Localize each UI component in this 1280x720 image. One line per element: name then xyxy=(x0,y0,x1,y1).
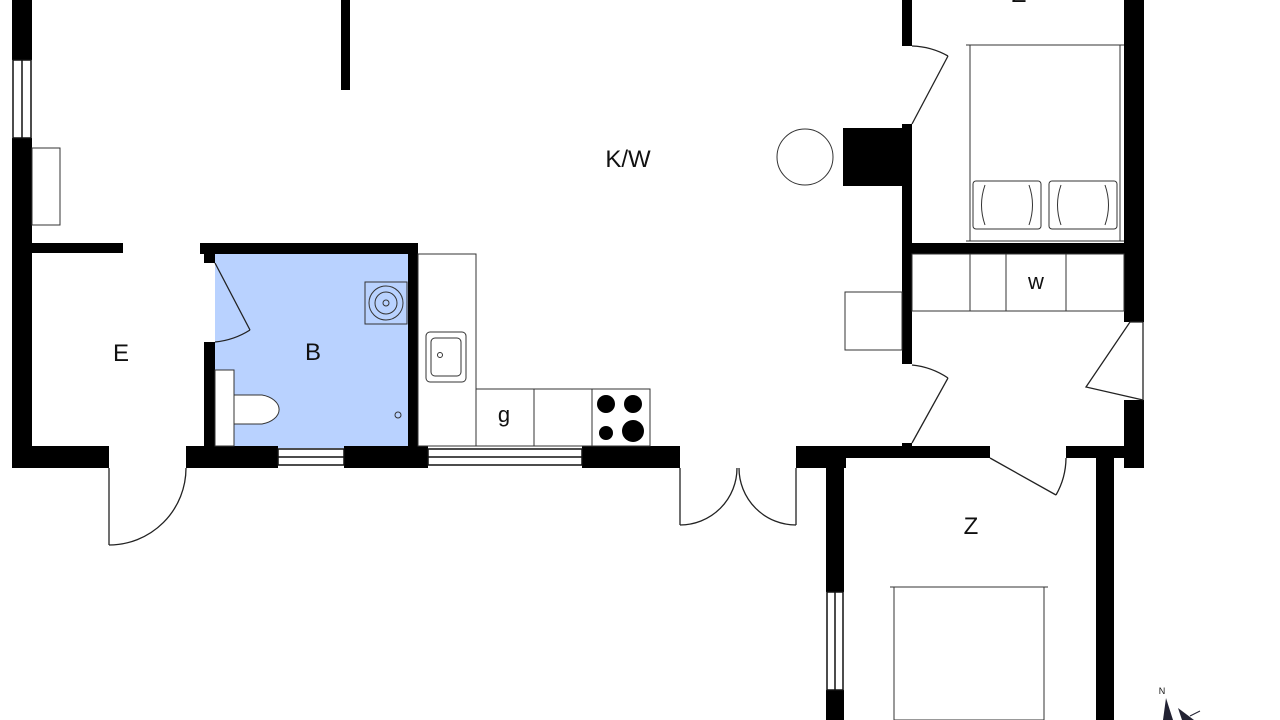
wall-bath-left-top xyxy=(204,243,215,263)
wall-right-outer xyxy=(1124,0,1144,322)
side-cabinet xyxy=(844,291,903,351)
wall-z-left xyxy=(826,446,844,592)
fixtures xyxy=(31,44,1125,720)
wardrobe xyxy=(911,253,1125,312)
wall-z-left-lower xyxy=(826,690,844,720)
wall-entrance-top xyxy=(32,243,123,253)
compass: N xyxy=(1159,686,1201,720)
compass-north-label: N xyxy=(1159,686,1166,696)
compass-needle-icon xyxy=(1163,698,1173,720)
wall-z-right xyxy=(1096,446,1114,720)
pillow-left xyxy=(972,180,1042,230)
windows xyxy=(12,59,844,691)
heater-left xyxy=(31,147,61,226)
kitchen-counter-vertical xyxy=(417,253,477,447)
label-gas: g xyxy=(498,402,510,427)
wall-partition-top xyxy=(341,0,350,90)
bed-upper xyxy=(969,44,1121,242)
room-label-bedroom-lower: Z xyxy=(964,513,979,540)
toilet-tank xyxy=(214,369,235,447)
room-label-entrance: E xyxy=(113,340,129,367)
wall-bath-top xyxy=(200,243,418,254)
wall-bath-left-bottom xyxy=(204,342,215,448)
wall-bed-upper-left xyxy=(902,0,912,46)
stove xyxy=(597,395,644,442)
washbasin xyxy=(364,281,408,325)
chimney xyxy=(843,128,907,186)
wall-left-outer xyxy=(12,0,32,60)
room-label-bedroom-upper: Z xyxy=(1012,0,1027,8)
wall-bottom-mid2 xyxy=(344,446,428,468)
kitchen-sink xyxy=(425,331,467,383)
round-table xyxy=(776,128,834,186)
wall-bed-upper-bottom xyxy=(902,243,1130,254)
pillow-right xyxy=(1048,180,1118,230)
wall-bath-right xyxy=(408,243,418,448)
wall-z-top-left xyxy=(826,446,990,458)
label-washer: w xyxy=(1027,269,1044,294)
room-label-bathroom: B xyxy=(305,339,321,366)
doors xyxy=(108,45,1144,546)
wall-bottom-mid1 xyxy=(186,446,278,468)
wall-right-inner-bottom xyxy=(902,443,912,447)
wall-bottom-mid3 xyxy=(582,446,680,468)
room-label-kitchen-living: K/W xyxy=(605,146,651,173)
floor-drain xyxy=(394,411,402,419)
wall-bottom-left xyxy=(12,446,109,468)
kitchen-counter-horizontal xyxy=(475,388,651,447)
toilet-bowl xyxy=(233,394,280,425)
wall-left-outer-lower xyxy=(12,138,32,468)
walls xyxy=(12,0,1144,720)
bed-lower xyxy=(893,586,1045,720)
